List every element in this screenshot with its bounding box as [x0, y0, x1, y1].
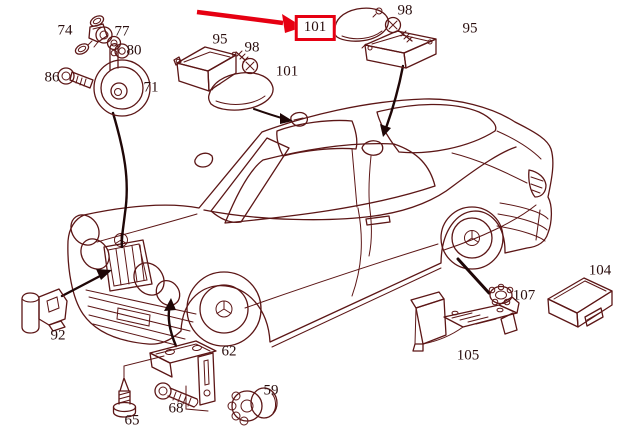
front-bumper — [85, 289, 197, 346]
rear-wheel — [440, 206, 504, 270]
part-label-62[interactable]: 62 — [221, 343, 237, 360]
part-sensor-95-right[interactable] — [361, 30, 437, 69]
part-label-98-right[interactable]: 98 — [397, 2, 413, 19]
part-nut-80[interactable] — [114, 43, 130, 59]
part-horn-71[interactable] — [93, 43, 151, 117]
part-cover-101-left[interactable] — [207, 72, 274, 111]
part-label-101-left[interactable]: 101 — [275, 63, 299, 80]
part-bracket-74[interactable] — [74, 14, 108, 57]
door-handle — [365, 215, 391, 226]
side-mirror — [194, 152, 214, 168]
part-bolt-68[interactable] — [154, 382, 209, 412]
part-bracket-105[interactable] — [410, 291, 520, 352]
part-label-65[interactable]: 65 — [124, 412, 140, 429]
part-bolt-86[interactable] — [57, 67, 94, 89]
roof-sensor-location — [290, 111, 308, 127]
grille — [103, 233, 153, 292]
part-label-77[interactable]: 77 — [114, 23, 130, 40]
part-label-95-left[interactable]: 95 — [212, 31, 228, 48]
part-screw-98-left[interactable] — [235, 50, 259, 75]
part-label-86[interactable]: 86 — [44, 69, 60, 86]
part-label-74[interactable]: 74 — [57, 22, 73, 39]
part-label-95-right[interactable]: 95 — [462, 20, 478, 37]
part-nut-107[interactable] — [488, 283, 514, 306]
part-screw-65[interactable] — [112, 377, 137, 418]
part-label-80[interactable]: 80 — [126, 42, 142, 59]
shelf-sensor-location — [361, 140, 384, 257]
part-nut-77[interactable] — [95, 26, 122, 51]
taillight — [528, 169, 547, 198]
part-siren-59[interactable] — [227, 387, 278, 426]
part-label-59[interactable]: 59 — [263, 382, 279, 399]
part-label-98-left[interactable]: 98 — [244, 39, 260, 56]
rear-bumper — [496, 202, 549, 242]
part-cover-101-right[interactable] — [333, 7, 389, 42]
sunroof — [276, 119, 358, 157]
part-label-92[interactable]: 92 — [50, 327, 66, 344]
part-label-107[interactable]: 107 — [512, 287, 536, 304]
part-label-105[interactable]: 105 — [456, 347, 480, 364]
part-sensor-95-left[interactable] — [173, 46, 237, 92]
car-illustration — [67, 98, 554, 348]
front-wheel — [186, 271, 262, 347]
part-bracket-92[interactable] — [21, 288, 68, 334]
part-label-68[interactable]: 68 — [168, 400, 184, 417]
part-bracket-62[interactable] — [149, 340, 217, 406]
part-label-104[interactable]: 104 — [588, 262, 612, 279]
part-label-101-highlight[interactable]: 101 — [294, 15, 336, 41]
part-control-unit-104[interactable] — [547, 277, 613, 328]
part-label-71[interactable]: 71 — [143, 79, 159, 96]
